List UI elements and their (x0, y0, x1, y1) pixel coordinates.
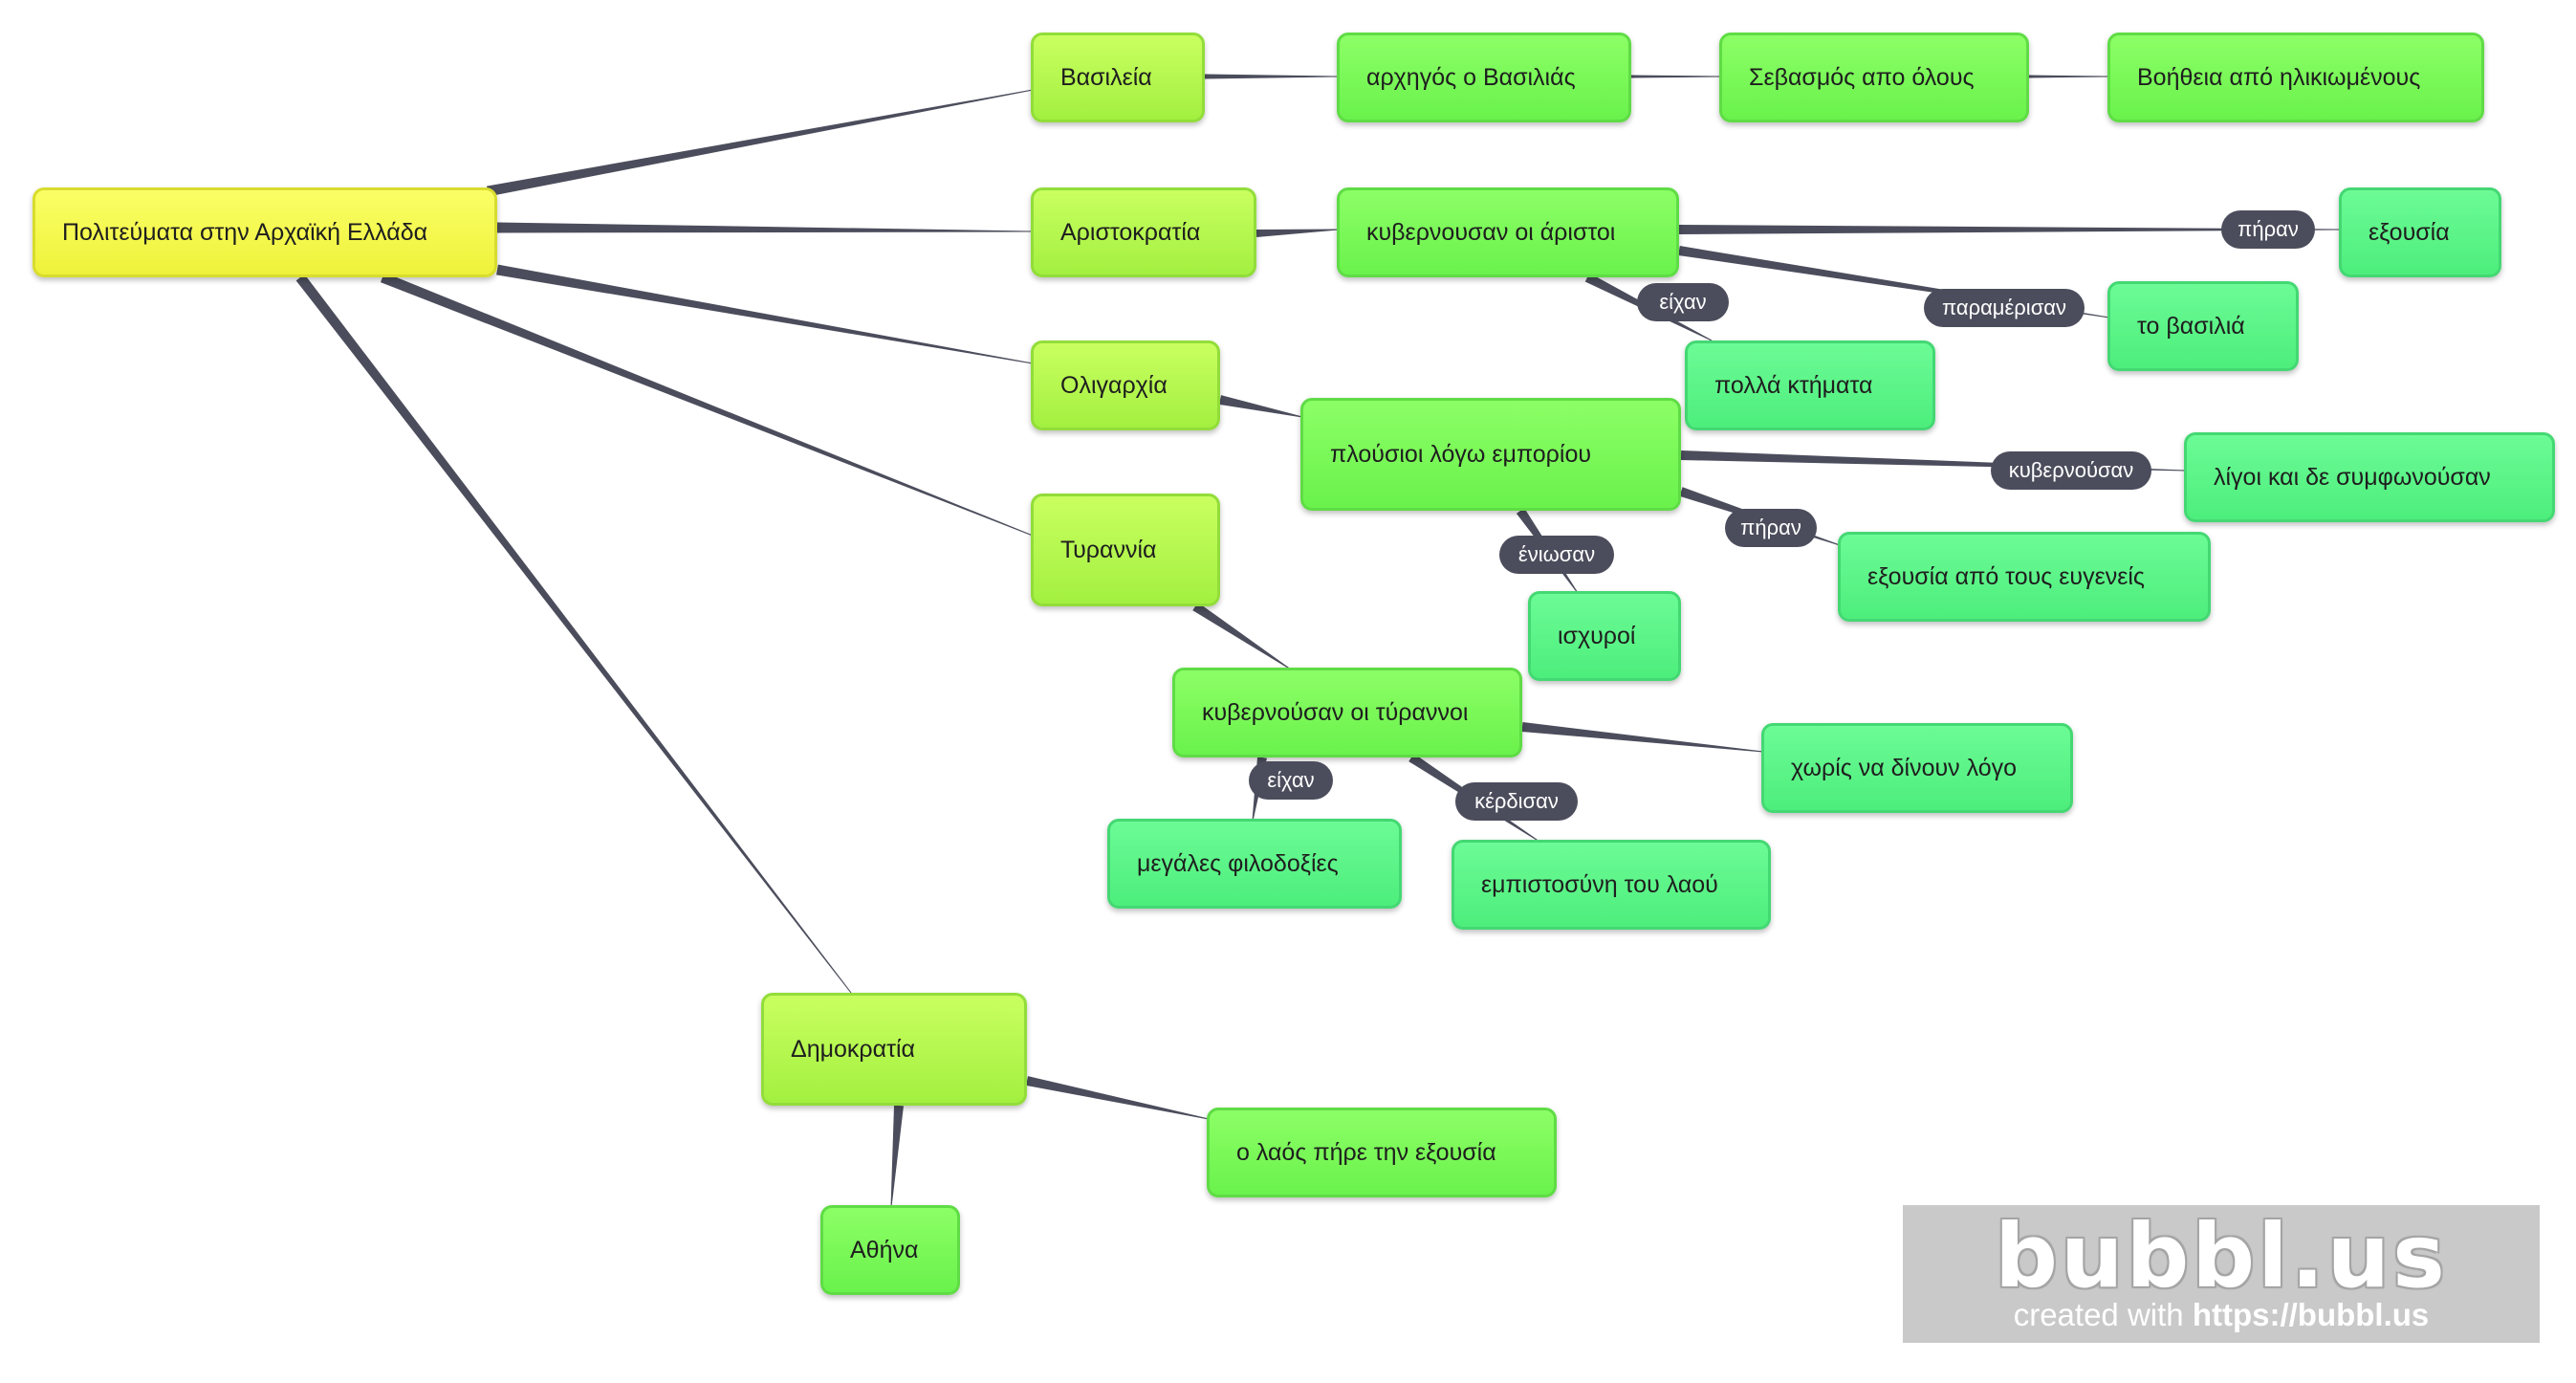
connector-arxigos-sevasmos (1631, 75, 1721, 78)
topic-node-plousioi[interactable]: πλούσιοι λόγω εμπορίου (1300, 398, 1681, 511)
topic-node-tyrannia[interactable]: Τυραννία (1031, 494, 1220, 606)
topic-node-empistosyni[interactable]: εμπιστοσύνη του λαού (1452, 840, 1771, 930)
connector-dimokratia-athina (890, 1105, 904, 1208)
topic-node-oligarxia[interactable]: Ολιγαρχία (1031, 340, 1220, 430)
edge-label: είχαν (1249, 761, 1333, 800)
edge-label: ένιωσαν (1499, 536, 1614, 574)
topic-node-dimokratia[interactable]: Δημοκρατία (761, 993, 1027, 1106)
bubblus-logo: bubbl.us (1995, 1205, 2448, 1307)
connector-aristokratia-kyvernousan_aristoi (1255, 229, 1340, 237)
connector-root-aristokratia (496, 222, 1034, 233)
created-with-text: created with (2013, 1297, 2184, 1332)
topic-node-sevasmos[interactable]: Σεβασμός απο όλους (1719, 33, 2029, 122)
topic-node-aristokratia[interactable]: Αριστοκρατία (1031, 187, 1256, 277)
topic-node-vasileia[interactable]: Βασιλεία (1031, 33, 1205, 122)
topic-node-tyrannoi[interactable]: κυβερνούσαν οι τύραννοι (1172, 668, 1522, 757)
topic-node-arxigos[interactable]: αρχηγός ο Βασιλιάς (1337, 33, 1631, 122)
edge-label: πήραν (1725, 509, 1817, 547)
connector-oligarxia-plousioi (1218, 395, 1303, 418)
topic-node-ligoi[interactable]: λίγοι και δε συμφωνούσαν (2184, 432, 2555, 522)
topic-node-polla-ktimata[interactable]: πολλά κτήματα (1685, 340, 1935, 430)
connector-sevasmos-voitheia (2029, 75, 2109, 78)
connector-kyvernousan_aristoi-exousia (1679, 225, 2341, 234)
edge-label: παραμέρισαν (1924, 289, 2085, 327)
edge-label: κέρδισαν (1455, 782, 1578, 821)
connector-tyrannia-tyrannoi (1192, 602, 1292, 670)
topic-node-to-vasilia[interactable]: το βασιλιά (2107, 281, 2299, 371)
edge-label: κυβερνούσαν (1991, 451, 2151, 490)
connector-root-tyrannia (380, 272, 1034, 537)
topic-node-kyvernousan-aristoi[interactable]: κυβερνουσαν οι άριστοι (1337, 187, 1679, 277)
connector-root-oligarxia (496, 264, 1034, 364)
topic-node-voitheia[interactable]: Βοήθεια από ηλικιωμένους (2107, 33, 2484, 122)
topic-node-laos[interactable]: ο λαός πήρε την εξουσία (1207, 1108, 1557, 1197)
topic-node-isxyroi[interactable]: ισχυροί (1528, 591, 1681, 681)
edge-label: είχαν (1637, 283, 1729, 321)
root-topic-node[interactable]: Πολιτεύματα στην Αρχαϊκή Ελλάδα (33, 187, 497, 277)
edge-label: πήραν (2221, 210, 2315, 249)
connector-root-dimokratia (295, 274, 852, 994)
connector-dimokratia-laos (1025, 1076, 1210, 1120)
bubblus-url[interactable]: https://bubbl.us (2192, 1297, 2430, 1332)
topic-node-xoris[interactable]: χωρίς να δίνουν λόγο (1761, 723, 2073, 813)
bubblus-watermark[interactable]: bubbl.us created with https://bubbl.us (1903, 1205, 2540, 1343)
topic-node-exousia[interactable]: εξουσία (2339, 187, 2501, 277)
topic-node-athina[interactable]: Αθήνα (820, 1205, 960, 1295)
topic-node-exousia-eugeneis[interactable]: εξουσία από τους ευγενείς (1838, 532, 2211, 622)
connector-vasileia-arxigos (1205, 74, 1339, 79)
connector-tyrannoi-xoris (1521, 722, 1764, 753)
created-with-line: created with https://bubbl.us (1903, 1297, 2540, 1333)
topic-node-filodoxies[interactable]: μεγάλες φιλοδοξίες (1107, 819, 1402, 909)
connector-root-vasileia (486, 89, 1034, 197)
